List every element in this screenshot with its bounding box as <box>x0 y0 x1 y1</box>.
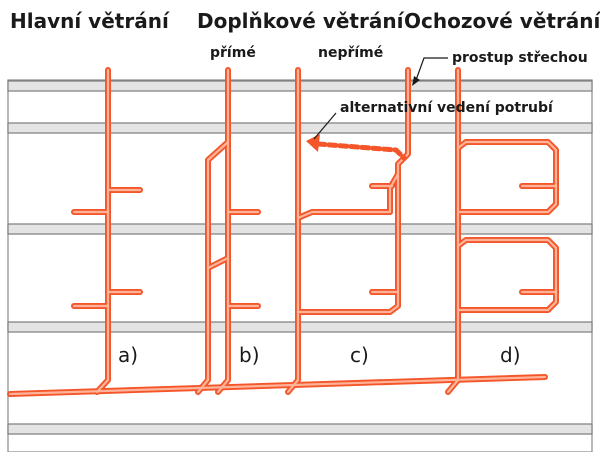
pipe-a-branch-lower-highlight <box>72 290 142 308</box>
heading-main-ventilation: Hlavní větrání <box>10 9 170 33</box>
pipe-c-through-roof-highlight <box>296 68 410 314</box>
pipe-b-secondary-highlight <box>196 140 230 394</box>
pipe-collector-highlight <box>8 375 547 396</box>
alternative-route-dashed <box>315 141 407 161</box>
pipe-c-hook-upper-highlight <box>388 172 400 214</box>
label-indirect: nepřímé <box>318 45 383 61</box>
alternative-route-arrow <box>306 134 320 152</box>
pipes-inner <box>8 68 558 396</box>
roof-leader-arrow <box>412 76 420 86</box>
alternative-leader-line <box>313 112 337 140</box>
pipe-c-loop-upper-highlight <box>296 210 392 220</box>
heading-bypass-ventilation: Ochozové větrání <box>404 9 600 33</box>
basement-slab <box>7 423 593 435</box>
label-direct: přímé <box>210 45 256 61</box>
heading-additional-ventilation: Doplňkové větrání <box>197 9 405 33</box>
pipe-d-loop-upper-highlight <box>456 140 558 214</box>
label-roof-penetration: prostup střechou <box>452 50 588 66</box>
variant-c-label: c) <box>350 343 369 367</box>
variant-d-label: d) <box>500 343 521 367</box>
pipe-a-stack-highlight <box>95 68 110 394</box>
pipe-c-stack-highlight <box>286 68 300 394</box>
pipe-b-crossover-highlight <box>206 256 230 270</box>
pipe-d-loop-lower-highlight <box>456 238 558 312</box>
roof-leader-line <box>415 57 448 81</box>
variant-b-label: b) <box>239 343 260 367</box>
pipe-a-branch-upper-highlight <box>72 188 142 214</box>
variant-a-label: a) <box>118 343 138 367</box>
label-alternative-route: alternativní vedení potrubí <box>340 100 554 116</box>
